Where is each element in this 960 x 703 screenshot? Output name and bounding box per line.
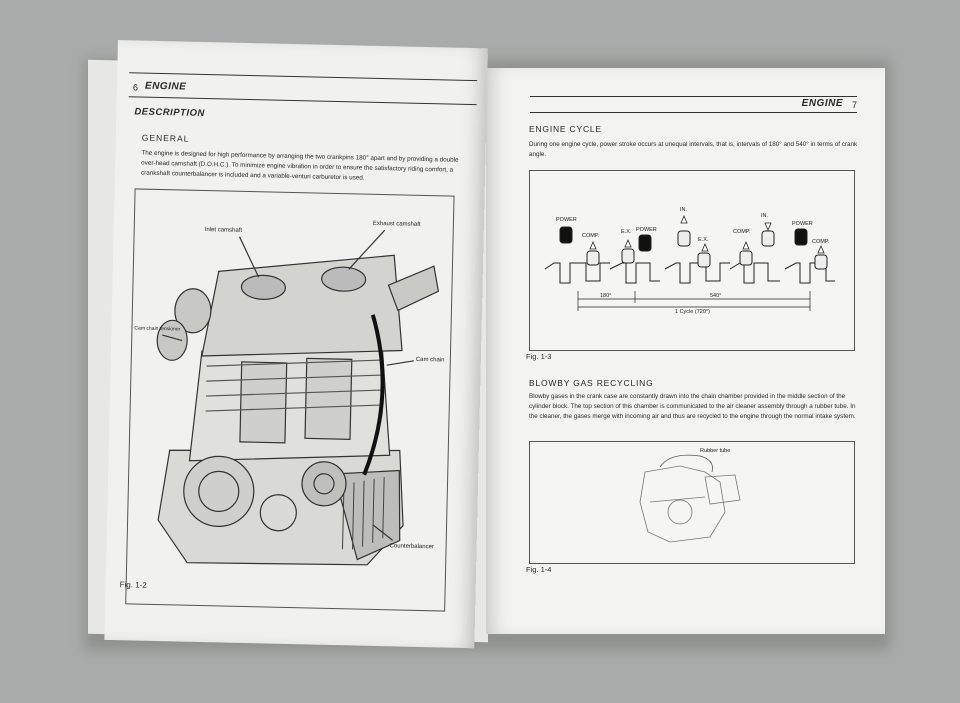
label-ex-1: E.X.	[621, 229, 632, 235]
left-page: 6 ENGINE DESCRIPTION GENERAL The engine …	[104, 40, 488, 649]
general-heading: GENERAL	[141, 132, 190, 144]
blowby-heading: BLOWBY GAS RECYCLING	[529, 378, 654, 388]
description-heading: DESCRIPTION	[134, 106, 205, 119]
header-rule-top	[129, 72, 478, 82]
engine-cycle-paragraph: During one engine cycle, power stroke oc…	[529, 141, 858, 158]
blowby-diagram: Rubber tube	[529, 441, 855, 564]
engine-illustration: Inlet camshaft Exhaust camshaft Cam chai…	[134, 221, 445, 566]
engine-cycle-heading: ENGINE CYCLE	[529, 124, 602, 134]
label-in-1: IN.	[680, 207, 688, 213]
right-section-title: ENGINE	[801, 98, 843, 109]
figure-caption-1-4: Fig. 1-4	[526, 565, 552, 574]
general-paragraph: The engine is designed for high performa…	[140, 149, 459, 182]
label-cam-chain-tensioner: Cam chain tensioner	[134, 325, 180, 332]
label-180-degrees: 180°	[600, 293, 611, 299]
label-one-cycle: 1 Cycle (720°)	[675, 309, 710, 315]
label-cam-chain: Cam chain	[416, 357, 445, 364]
right-page-number: 7	[851, 100, 857, 110]
label-exhaust-camshaft: Exhaust camshaft	[373, 221, 421, 228]
left-section-title: ENGINE	[144, 80, 187, 93]
right-header-rule-top	[530, 96, 857, 97]
header-rule-bottom	[128, 96, 477, 106]
blowby-paragraph: Blowby gases in the crank case are const…	[529, 393, 856, 420]
figure-caption-1-3: Fig. 1-3	[526, 352, 552, 361]
label-comp-2: COMP.	[733, 229, 751, 235]
label-comp-3: COMP.	[812, 239, 830, 245]
right-page: ENGINE 7 ENGINE CYCLE During one engine …	[486, 68, 885, 634]
label-540-degrees: 540°	[710, 293, 721, 299]
engine-illustration-frame: Inlet camshaft Exhaust camshaft Cam chai…	[125, 188, 455, 612]
label-power-3: POWER	[792, 221, 813, 227]
label-ex-2: E.X.	[698, 237, 709, 243]
label-inlet-camshaft: Inlet camshaft	[205, 227, 243, 234]
label-power-1: POWER	[556, 217, 577, 223]
label-power-2: POWER	[636, 227, 657, 233]
figure-caption-1-2: Fig. 1-2	[119, 580, 147, 590]
engine-cycle-svg: POWER COMP. E.X. POWER IN. E.X. COMP. IN…	[544, 207, 835, 315]
label-comp-1: COMP.	[582, 233, 600, 239]
label-counterbalancer: Counterbalancer	[390, 543, 434, 550]
blowby-svg: Rubber tube	[639, 448, 741, 543]
label-in-2: IN.	[761, 213, 769, 219]
left-page-number: 6	[132, 82, 139, 93]
engine-cycle-diagram: POWER COMP. E.X. POWER IN. E.X. COMP. IN…	[529, 170, 855, 351]
right-header-rule-bottom	[530, 112, 857, 113]
label-rubber-tube: Rubber tube	[700, 448, 730, 454]
